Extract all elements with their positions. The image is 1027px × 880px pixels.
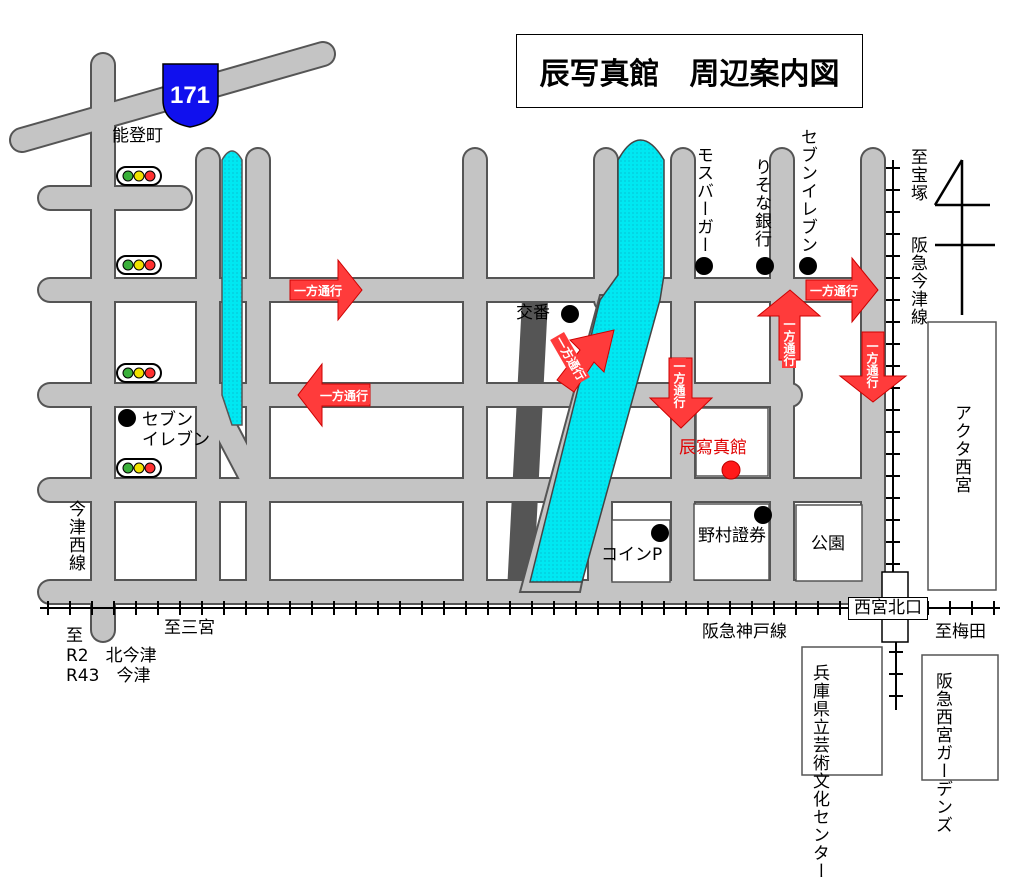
koban-dot [561,305,579,323]
one-way-text-5: 一方通行 [782,316,796,368]
area-map: 171 [9,41,1000,781]
label-to-sannomiya: 至三宮 [164,618,215,638]
label-station: 西宮北口 [848,597,928,620]
one-way-text-2: 一方通行 [318,388,371,404]
landmark-dots [118,257,817,542]
label-to: 至 [66,626,83,646]
label-akuta-nishinomiya: アクタ西宮 [951,404,971,494]
one-way-text-4: 一方通行 [672,358,686,410]
resona-dot [756,257,774,275]
one-way-text-6: 一方通行 [808,283,861,299]
one-way-text-7: 一方通行 [865,338,879,390]
label-gardens: 阪急西宮ガーデンズ [932,672,952,834]
label-notocho: 能登町 [112,126,163,146]
label-park: 公園 [811,534,845,554]
nomura-dot [754,506,772,524]
label-r2: R2 北今津 [66,646,157,666]
blocks [611,321,999,781]
traffic-light-icon [116,255,162,275]
label-seven-west-2: イレブン [142,430,210,450]
label-to-umeda: 至梅田 [935,622,986,642]
label-seven-west-1: セブン [142,410,193,430]
traffic-light-icon [116,458,162,478]
label-kobe-line: 阪急神戸線 [702,622,787,642]
seven-dot-west [118,409,136,427]
traffic-light-icon [116,166,162,186]
road-fills [11,43,884,641]
label-resona-bank: りそな銀行 [751,158,771,248]
route-number: 171 [170,82,210,109]
traffic-light-icon [116,363,162,383]
mos-dot [695,257,713,275]
traffic-light-icon [116,166,162,478]
label-coin-parking: コインP [601,545,663,565]
label-hankyu-imazu-line: 阪急今津線 [907,236,927,326]
shop-marker [721,460,741,480]
north-arrow-icon [933,159,995,315]
map-title: 辰写真館 周辺案内図 [516,34,863,108]
label-imazu-nishi-line: 今津西線 [65,500,85,572]
canal-west [221,150,243,426]
label-geijutsu: 兵庫県立芸術文化センター [807,664,831,880]
label-to-takarazuka: 至宝塚 [907,148,927,202]
label-seven-east: セブンイレブン [797,128,817,254]
label-r43: R43 今津 [66,666,151,686]
label-koban: 交番 [516,303,550,323]
seven-dot-east [799,257,817,275]
label-nomura: 野村證券 [698,526,766,546]
one-way-text-1: 一方通行 [292,283,345,299]
coin-dot [651,524,669,542]
route-171-shield-icon [162,63,219,128]
label-mos-burger: モスバーガー [693,146,713,254]
label-shop: 辰寫真館 [679,438,747,458]
